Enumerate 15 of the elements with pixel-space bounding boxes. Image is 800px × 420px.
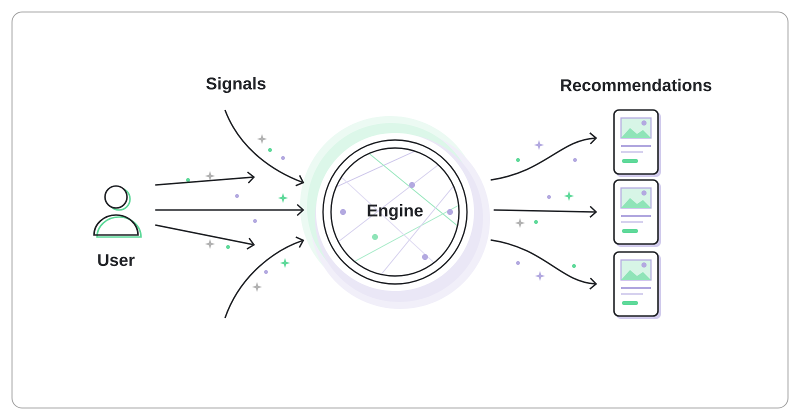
section-heading: Signals	[206, 77, 266, 93]
card	[613, 251, 661, 319]
user-label: User	[98, 254, 135, 266]
section-heading: Recommendations	[561, 78, 712, 92]
arrow	[155, 204, 304, 216]
arrow	[155, 224, 255, 250]
arrow	[224, 110, 304, 186]
arrow	[494, 206, 598, 218]
arrow	[224, 236, 304, 318]
card	[613, 109, 661, 177]
person-icon	[93, 185, 142, 238]
arrow	[490, 132, 598, 181]
card	[613, 179, 661, 247]
arrow	[155, 171, 256, 186]
arrow	[490, 239, 598, 290]
